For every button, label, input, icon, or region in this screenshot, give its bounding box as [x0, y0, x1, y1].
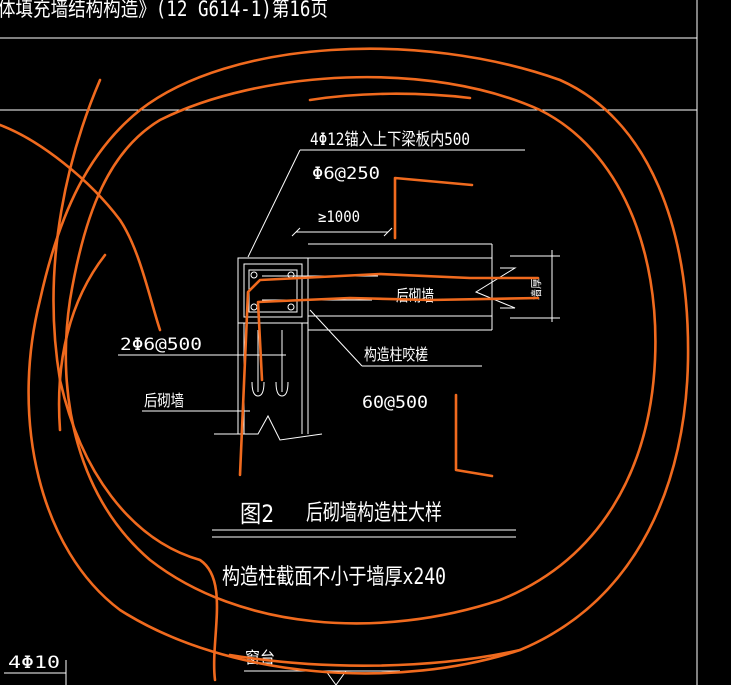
header-title: 体填充墙结构构造》(12 G614-1)第16页	[0, 0, 328, 21]
annotation-stroke-top-left	[0, 123, 162, 332]
bottom-rebar-label: 4Φ10	[8, 653, 60, 673]
window-sill-marker	[325, 670, 347, 685]
lower-wall-break-symbol	[214, 414, 323, 441]
annotation-circle-outer	[27, 47, 690, 675]
column-inner-outline	[243, 263, 303, 318]
tie-hook-left	[251, 381, 265, 397]
column-outline	[237, 257, 309, 324]
tie-hook-right	[275, 381, 289, 397]
figure-number: 图2	[240, 500, 274, 528]
annotation-loop-left	[52, 78, 219, 682]
rebar-dot-bottom-right	[287, 303, 295, 311]
tie-label: 2Φ6@500	[120, 335, 202, 355]
right-wall-label: 后砌墙	[396, 286, 434, 305]
rebar-dot-bottom-left	[250, 303, 258, 311]
column-leader	[309, 309, 482, 367]
stirrup-label: Φ6@250	[312, 164, 380, 184]
annotation-stroke-left-lower	[57, 253, 107, 432]
dimension-tick-left	[291, 227, 301, 237]
wall-thickness-label: 墙厚	[529, 278, 543, 300]
left-wall-label: 后砌墙	[144, 391, 184, 410]
rebar-leader-line	[247, 149, 301, 258]
figure-title: 后砌墙构造柱大样	[306, 501, 442, 526]
annotation-stroke-top	[308, 92, 472, 102]
section-note: 构造柱截面不小于墙厚x240	[222, 565, 446, 590]
column-leader-line	[309, 309, 363, 367]
rebar-leader	[247, 149, 525, 258]
hand-drawn-annotations	[0, 47, 690, 682]
lower-wall	[142, 323, 323, 441]
annotation-hook-top	[393, 176, 474, 240]
column-label: 构造柱咬槎	[364, 345, 428, 364]
annotation-rebar-line	[238, 272, 540, 477]
spacing-label: 60@500	[362, 393, 428, 413]
drawing-frame	[0, 0, 698, 685]
annotation-bracket-right	[454, 393, 494, 478]
annotation-rebar-line-lower	[256, 296, 540, 382]
dimension-tick-right	[383, 227, 393, 237]
right-wall-break-symbol	[474, 267, 517, 309]
dimension-length	[291, 227, 393, 237]
annotation-stroke-bottom	[228, 648, 522, 667]
length-label: ≥1000	[318, 207, 360, 226]
rebar-dot-top-left	[250, 271, 258, 279]
rebar-label: 4Φ12锚入上下梁板内500	[310, 130, 470, 150]
